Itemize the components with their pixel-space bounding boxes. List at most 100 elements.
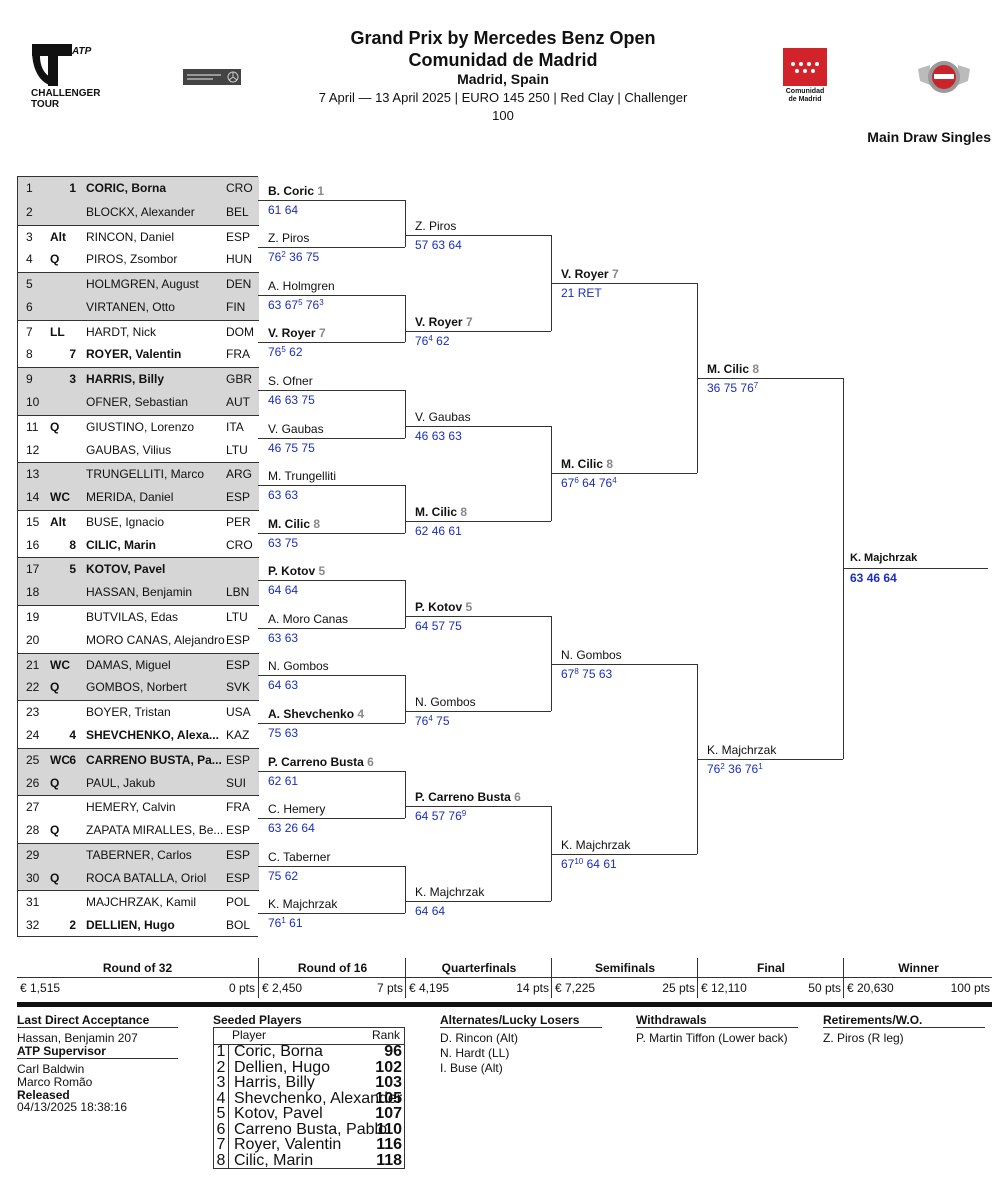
- prize-points: 25 pts: [662, 981, 695, 995]
- player-nationality: ESP: [226, 229, 251, 244]
- player-nationality: ESP: [226, 490, 251, 505]
- bracket-line: [258, 818, 405, 820]
- bracket-player: K. Majchrzak: [268, 897, 338, 912]
- set-score: 63: [448, 428, 462, 443]
- player-nationality: BOL: [226, 918, 251, 933]
- tiebreak-score: 8: [574, 666, 579, 676]
- set-score: 75: [582, 666, 596, 681]
- bracket-player: Z. Piros: [268, 231, 310, 246]
- lda-title: Last Direct Acceptance: [17, 1013, 178, 1028]
- set-score: 767: [740, 381, 759, 396]
- bracket-line: [258, 437, 405, 439]
- tiebreak-score: 5: [298, 297, 303, 307]
- set-score: 62: [268, 773, 282, 788]
- bracket-line: [405, 425, 551, 427]
- bracket-player-name: Z. Piros: [415, 219, 456, 233]
- player-nationality: FIN: [226, 299, 246, 314]
- bracket-seed: 7: [465, 314, 473, 329]
- draw-position: 17: [26, 562, 40, 577]
- tiebreak-score: 2: [720, 761, 725, 771]
- atp-logo-mark-icon: [32, 44, 72, 86]
- set-score: 64: [284, 583, 299, 598]
- bracket-player: M. Cilic: [268, 516, 311, 531]
- entry-status: Alt: [50, 514, 66, 529]
- set-score: 64: [431, 904, 446, 919]
- tiebreak-score: 6: [574, 476, 579, 486]
- draw-position: 6: [26, 299, 33, 314]
- bracket-player-name: P. Kotov 5: [415, 600, 472, 614]
- seeded-player: Shevchenko, Alexander: [234, 1089, 403, 1107]
- prize-round: Round of 16: [297, 961, 368, 975]
- withdrawals-title: Withdrawals: [636, 1013, 798, 1028]
- bracket-player: K. Majchrzak: [850, 552, 918, 565]
- bracket-player-name: V. Royer 7: [268, 326, 326, 340]
- bracket-score: 64 57 769: [415, 809, 466, 823]
- set-score: 75: [305, 250, 320, 265]
- bracket-player-name: N. Gombos: [561, 648, 622, 662]
- bracket-player: N. Gombos: [268, 659, 329, 674]
- seeded-rank: 110: [376, 1120, 402, 1138]
- set-score: 46: [431, 523, 446, 538]
- bracket-score: 761 61: [268, 916, 303, 930]
- stars-icon: [791, 62, 819, 73]
- bracket-score: 63 26 64: [268, 821, 315, 835]
- bracket-player: V. Royer: [268, 326, 316, 341]
- bracket-line: [405, 615, 551, 617]
- set-score: 75: [284, 535, 299, 550]
- prize-round: Quarterfinals: [441, 961, 517, 975]
- bracket-player-name: C. Hemery: [268, 802, 325, 816]
- bracket-seed: 5: [318, 564, 326, 579]
- set-score: 36: [707, 381, 721, 396]
- draw-position: 11: [26, 419, 39, 434]
- cm-text-1: Comunidad: [785, 88, 825, 95]
- bracket-connector: [405, 770, 406, 819]
- bracket-line: [258, 485, 405, 487]
- entry-status: Q: [50, 870, 60, 885]
- player-name: ZAPATA MIRALLES, Be...: [86, 823, 224, 838]
- player-nationality: FRA: [226, 347, 250, 362]
- set-score: 63: [598, 666, 613, 681]
- alternate-item: D. Rincon (Alt): [440, 1031, 519, 1045]
- atp-text: ATP: [72, 46, 92, 57]
- prize-points: 50 pts: [808, 981, 841, 995]
- draw-position: 1: [26, 181, 33, 195]
- player-nationality: AUT: [226, 395, 250, 410]
- seeded-number: 2: [214, 1059, 229, 1075]
- entry-status: LL: [50, 324, 65, 339]
- player-nationality: KAZ: [226, 727, 250, 742]
- bracket-player: P. Kotov: [415, 599, 463, 614]
- alternates-title: Alternates/Lucky Losers: [440, 1013, 602, 1028]
- player-name: HARDT, Nick: [86, 324, 157, 339]
- bracket-player-name: K. Majchrzak: [268, 897, 337, 911]
- player-nationality: HUN: [226, 252, 252, 267]
- bracket-score: 676 64 764: [561, 476, 617, 490]
- draw-position: 22: [26, 680, 40, 695]
- player-name: MERIDA, Daniel: [86, 490, 174, 505]
- prize-amount: € 1,515: [20, 981, 61, 995]
- tournament-title: Grand Prix by Mercedes Benz Open: [350, 28, 656, 48]
- set-score: 62: [415, 523, 429, 538]
- set-score: 63: [284, 725, 299, 740]
- retirements-title: Retirements/W.O.: [823, 1013, 985, 1028]
- draw-position: 16: [26, 537, 40, 552]
- player-name: CARRENO BUSTA, Pa...: [86, 752, 222, 767]
- player-nationality: ESP: [226, 632, 251, 647]
- seeded-player: Cilic, Marin: [234, 1151, 314, 1169]
- set-score: 62: [284, 868, 299, 883]
